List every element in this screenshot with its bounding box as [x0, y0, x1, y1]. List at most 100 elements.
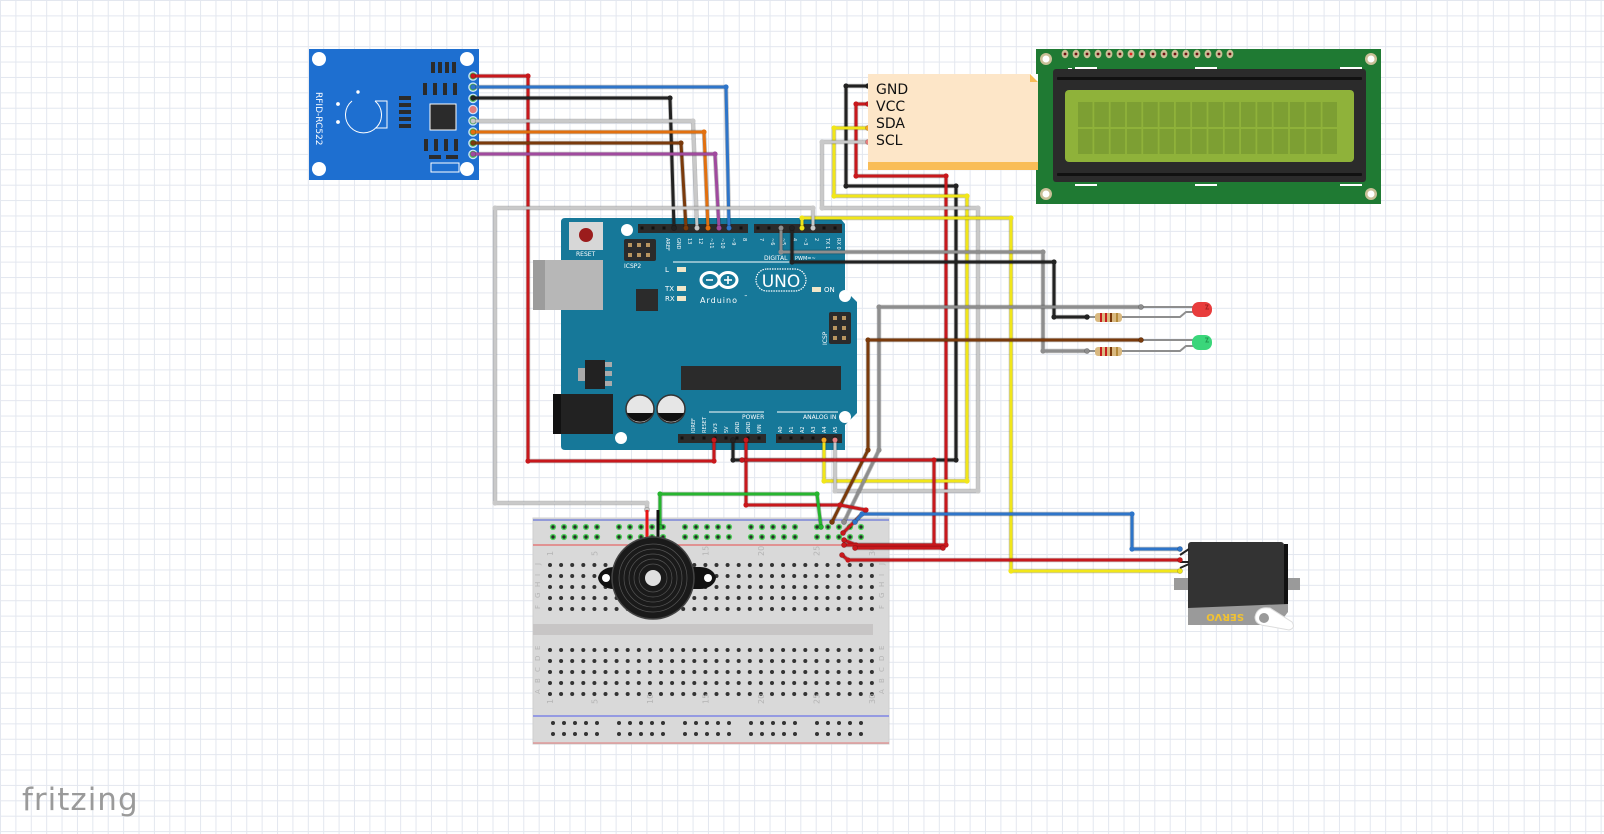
breadboard-hole[interactable]	[815, 721, 819, 725]
wire-bendpoint[interactable]	[730, 457, 736, 463]
breadboard-hole[interactable]	[681, 523, 689, 531]
breadboard-hole[interactable]	[847, 607, 852, 611]
breadboard-hole[interactable]	[559, 563, 564, 567]
breadboard-hole[interactable]	[592, 692, 597, 696]
breadboard-hole[interactable]	[825, 596, 830, 600]
breadboard-hole[interactable]	[584, 732, 588, 736]
header-pin[interactable]	[767, 226, 771, 230]
breadboard-hole[interactable]	[703, 692, 708, 696]
header-pin[interactable]	[680, 436, 684, 440]
breadboard-hole[interactable]	[714, 692, 719, 696]
wire-path[interactable]	[473, 119, 699, 229]
breadboard-hole[interactable]	[858, 607, 863, 611]
breadboard-hole[interactable]	[814, 670, 819, 674]
wire-end[interactable]	[841, 537, 847, 543]
breadboard-hole[interactable]	[758, 585, 763, 589]
breadboard-hole[interactable]	[559, 585, 564, 589]
wire-end[interactable]	[852, 519, 858, 525]
wire-end[interactable]	[1138, 304, 1144, 310]
breadboard-hole[interactable]	[570, 692, 575, 696]
breadboard-hole[interactable]	[659, 648, 663, 652]
wire-path[interactable]	[830, 338, 1141, 523]
breadboard-hole[interactable]	[559, 607, 564, 611]
breadboard-hole[interactable]	[725, 670, 730, 674]
servo-motor[interactable]: SERVO	[1174, 542, 1300, 631]
breadboard-hole[interactable]	[747, 563, 752, 567]
wire-bendpoint[interactable]	[964, 193, 970, 199]
breadboard-hole[interactable]	[770, 692, 774, 696]
breadboard-hole[interactable]	[603, 659, 608, 663]
breadboard-hole[interactable]	[694, 721, 698, 725]
breadboard-hole[interactable]	[670, 670, 675, 674]
breadboard-hole[interactable]	[824, 523, 832, 531]
header-pin[interactable]	[756, 226, 760, 230]
breadboard-hole[interactable]	[825, 692, 830, 696]
breadboard-hole[interactable]	[770, 585, 774, 589]
breadboard-hole[interactable]	[725, 585, 730, 589]
breadboard-hole[interactable]	[781, 585, 786, 589]
breadboard-hole[interactable]	[716, 732, 720, 736]
breadboard-hole[interactable]	[825, 670, 830, 674]
breadboard-hole[interactable]	[770, 648, 774, 652]
breadboard-hole[interactable]	[803, 563, 808, 567]
breadboard-hole[interactable]	[782, 721, 786, 725]
breadboard-hole[interactable]	[803, 574, 808, 578]
breadboard-hole[interactable]	[771, 732, 775, 736]
wire-bendpoint[interactable]	[1129, 546, 1135, 552]
breadboard-hole[interactable]	[647, 692, 652, 696]
breadboard-hole[interactable]	[835, 523, 843, 531]
breadboard-hole[interactable]	[736, 585, 741, 589]
breadboard-hole[interactable]	[692, 681, 697, 685]
wire-bendpoint[interactable]	[853, 173, 859, 179]
breadboard-hole[interactable]	[703, 607, 708, 611]
wires[interactable]	[470, 73, 1183, 574]
breadboard-hole[interactable]	[781, 596, 786, 600]
breadboard-hole[interactable]	[814, 648, 819, 652]
breadboard-hole[interactable]	[692, 607, 697, 611]
breadboard[interactable]: 115510101515202025253030 JJIIHHGGFFEEDDC…	[532, 517, 890, 745]
wire-bendpoint[interactable]	[843, 83, 849, 89]
breadboard-hole[interactable]	[692, 563, 697, 567]
breadboard-hole[interactable]	[814, 585, 819, 589]
breadboard-hole[interactable]	[747, 607, 752, 611]
wire-bendpoint[interactable]	[845, 557, 851, 563]
breadboard-hole[interactable]	[836, 585, 841, 589]
breadboard-hole[interactable]	[603, 596, 608, 600]
breadboard-hole[interactable]	[747, 692, 752, 696]
breadboard-hole[interactable]	[593, 523, 601, 531]
breadboard-hole[interactable]	[703, 648, 708, 652]
breadboard-hole[interactable]	[548, 585, 552, 589]
wire-green-led-gnd[interactable]	[829, 337, 1144, 525]
wire-bendpoint[interactable]	[667, 95, 673, 101]
wire-bendpoint[interactable]	[943, 173, 949, 179]
breadboard-hole[interactable]	[825, 563, 830, 567]
breadboard-hole[interactable]	[825, 681, 830, 685]
wire-bendpoint[interactable]	[832, 488, 838, 494]
breadboard-hole[interactable]	[714, 681, 719, 685]
breadboard-hole[interactable]	[692, 659, 697, 663]
wire-bendpoint[interactable]	[814, 491, 820, 497]
breadboard-hole[interactable]	[628, 732, 632, 736]
green-led[interactable]	[1130, 335, 1212, 352]
breadboard-hole[interactable]	[615, 523, 623, 531]
breadboard-hole[interactable]	[617, 721, 621, 725]
breadboard-hole[interactable]	[714, 648, 719, 652]
breadboard-hole[interactable]	[803, 596, 808, 600]
wire-rfid-sda[interactable]	[470, 151, 722, 231]
breadboard-hole[interactable]	[703, 563, 708, 567]
breadboard-hole[interactable]	[714, 533, 722, 541]
header-pin[interactable]	[739, 226, 743, 230]
breadboard-hole[interactable]	[592, 659, 597, 663]
breadboard-hole[interactable]	[647, 659, 652, 663]
wire-bendpoint[interactable]	[525, 73, 531, 79]
wire-bendpoint[interactable]	[1008, 215, 1014, 221]
breadboard-hole[interactable]	[859, 732, 863, 736]
breadboard-hole[interactable]	[857, 533, 865, 541]
breadboard-hole[interactable]	[647, 670, 652, 674]
wire-bendpoint[interactable]	[1051, 314, 1057, 320]
breadboard-hole[interactable]	[725, 523, 733, 531]
breadboard-hole[interactable]	[814, 574, 819, 578]
pin-header[interactable]	[638, 224, 748, 233]
breadboard-hole[interactable]	[573, 721, 577, 725]
note-resize-bar[interactable]	[868, 162, 1038, 170]
